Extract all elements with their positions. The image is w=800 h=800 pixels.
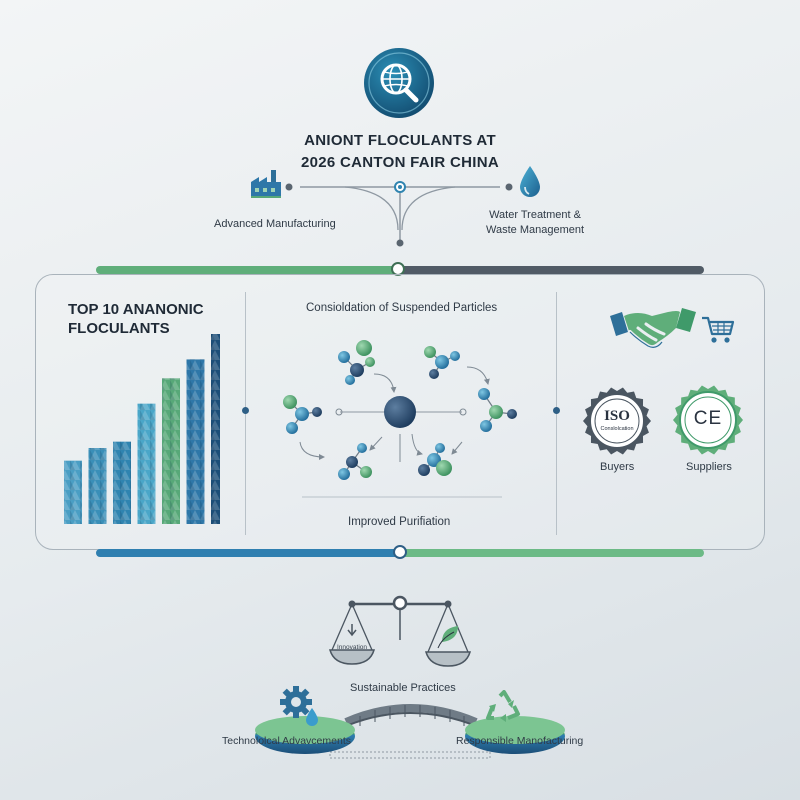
bar-pattern-3 bbox=[113, 441, 131, 524]
divider-dot-left bbox=[242, 407, 249, 414]
buyers-label: Buyers bbox=[600, 461, 635, 473]
bar-pattern-2 bbox=[88, 448, 107, 524]
water-drop-icon bbox=[516, 164, 544, 205]
ce-badge: CE bbox=[672, 384, 744, 456]
suppliers-label: Suppliers bbox=[686, 461, 732, 473]
bar-pattern-4 bbox=[137, 403, 156, 524]
technological-advancements-label: Technololcal Advavcements bbox=[222, 735, 351, 747]
header-icon bbox=[362, 46, 436, 120]
iso-badge: ISO Conslolcation bbox=[582, 386, 652, 456]
innovation-text: Innovation bbox=[337, 644, 367, 651]
gear-icon bbox=[278, 684, 322, 733]
bottom-progress-bar bbox=[96, 545, 704, 559]
responsible-manufacturing-label: Responsible Manofacturing bbox=[456, 735, 584, 747]
factory-icon bbox=[249, 168, 283, 205]
advanced-manufacturing-label: Advanced Manufacturing bbox=[214, 218, 336, 230]
title-line-1: ANIONT FLOCULANTS AT bbox=[304, 132, 496, 149]
bar-pattern-1 bbox=[64, 460, 82, 524]
bar-pattern-7 bbox=[211, 334, 220, 524]
ce-text: CE bbox=[693, 408, 723, 429]
top-progress-bar bbox=[96, 262, 704, 276]
chart-title: TOP 10 ANANONIC FLOCULANTS bbox=[68, 301, 204, 337]
globe-magnifier-icon bbox=[364, 48, 434, 118]
bar-pattern-5 bbox=[162, 378, 180, 524]
bar-chart bbox=[64, 334, 220, 524]
islands-bridge bbox=[255, 704, 565, 759]
bar-pattern-6 bbox=[186, 359, 205, 524]
particle-diagram bbox=[283, 340, 517, 498]
sustainable-practices-label: Sustainable Practices bbox=[350, 682, 456, 694]
process-top-label: Consioldation of Suspended Particles bbox=[306, 302, 498, 314]
balance-scale-icon bbox=[329, 595, 471, 667]
iso-text: ISO bbox=[604, 408, 630, 424]
shopping-cart-icon bbox=[700, 314, 736, 351]
title-line-2: 2026 CANTON FAIR CHINA bbox=[300, 154, 500, 171]
water-treatment-label: Water Treatment & Waste Management bbox=[486, 209, 585, 236]
process-bottom-label: Improved Purifiation bbox=[348, 516, 451, 528]
branch-connectors bbox=[285, 181, 513, 247]
handshake-icon bbox=[608, 302, 698, 359]
iso-subtext: Conslolcation bbox=[600, 426, 634, 432]
divider-dot-right bbox=[553, 407, 560, 414]
page-title: ANIONT FLOCULANTS AT 2026 CANTON FAIR CH… bbox=[0, 130, 800, 174]
recycle-icon bbox=[484, 690, 524, 731]
